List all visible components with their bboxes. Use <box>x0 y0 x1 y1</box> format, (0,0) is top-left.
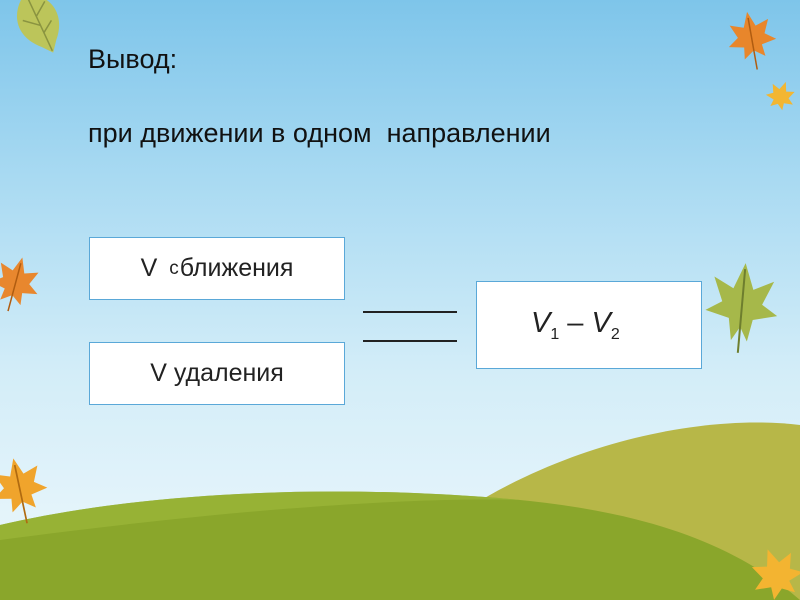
minus-sign: – <box>559 307 591 339</box>
autumn-leaf-icon <box>702 260 782 356</box>
equals-line-bottom <box>363 340 457 342</box>
v2-symbol: V <box>592 307 611 339</box>
approach-speed-prefix: V <box>141 254 165 283</box>
equals-line-top <box>363 311 457 313</box>
autumn-leaf-icon <box>763 77 800 113</box>
separation-speed-label: V удаления <box>150 359 284 388</box>
autumn-leaf-icon <box>0 251 46 317</box>
separation-speed-box: V удаления <box>89 342 345 405</box>
autumn-leaf-icon <box>7 0 71 61</box>
speed-formula-box: V1 – V2 <box>476 281 702 369</box>
slide-subtitle: при движении в одном направлении <box>88 118 551 149</box>
v2-subscript: 2 <box>611 325 620 342</box>
v1-symbol: V <box>531 307 550 339</box>
autumn-leaf-icon <box>723 8 780 74</box>
slide-title: Вывод: <box>88 44 177 75</box>
approach-speed-rest: ближения <box>180 254 294 283</box>
approach-speed-small-letter: с <box>169 258 179 280</box>
v1-subscript: 1 <box>550 325 559 342</box>
speed-formula: V1 – V2 <box>531 307 620 344</box>
